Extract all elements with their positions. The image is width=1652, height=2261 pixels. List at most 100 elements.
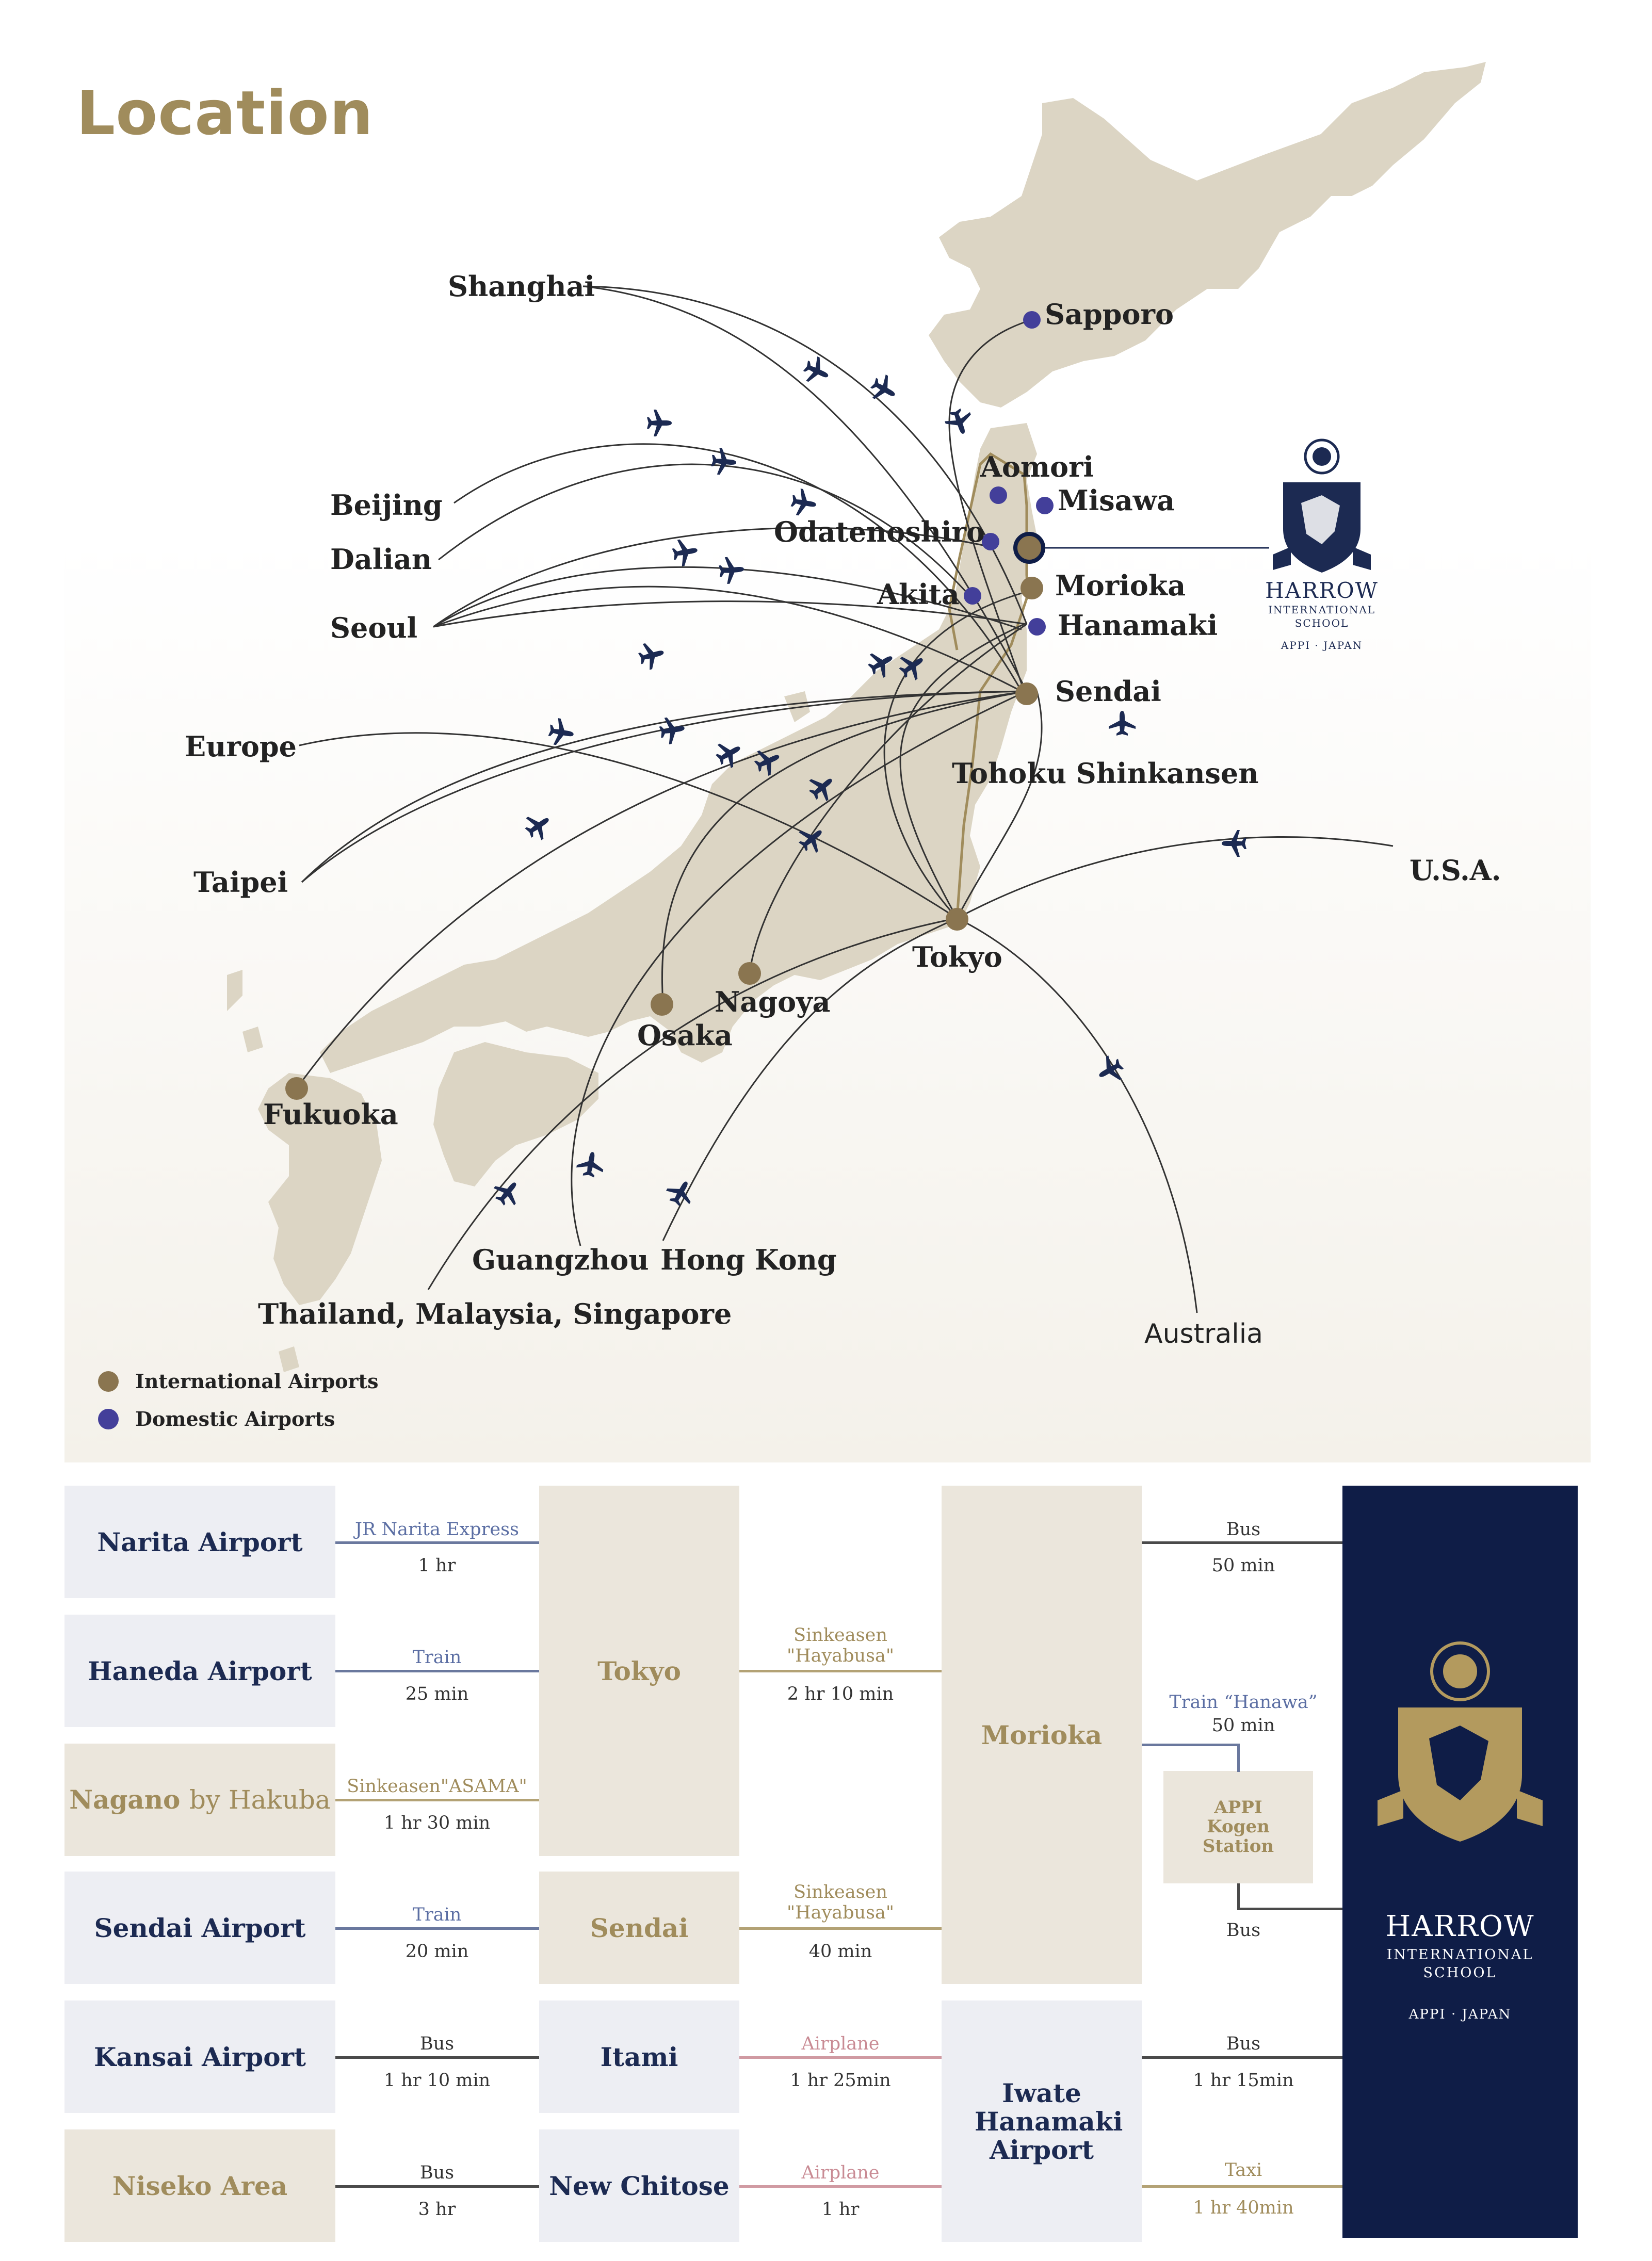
kyushu [258, 1073, 382, 1305]
airport-misawa [1036, 497, 1054, 514]
plane-icon [789, 487, 819, 518]
label-odatenoshiro: Odatenoshiro [774, 515, 985, 548]
cap-taxi-mode: Taxi [1224, 2160, 1262, 2181]
label-morioka: Morioka [1055, 569, 1186, 602]
cap-hanamaki-bus-time: 1 hr 15min [1193, 2070, 1294, 2091]
plane-icon [866, 371, 902, 407]
hokkaido [929, 62, 1486, 408]
airport-odatenoshiro [982, 533, 999, 550]
origin-sendai-airport: Sendai Airport [64, 1872, 335, 1984]
plane-icon [520, 808, 556, 844]
label-misawa: Misawa [1058, 484, 1175, 517]
school-line1: INTERNATIONAL [1268, 604, 1376, 616]
legend-domestic: Domestic Airports [98, 1407, 335, 1430]
plane-icon [800, 353, 834, 388]
domestic-airports [964, 311, 1054, 636]
school-line2: SCHOOL [1294, 617, 1349, 629]
panel-school-name: HARROW [1385, 1910, 1535, 1943]
cap-sendai2-mode: Sinkeasen "Hayabusa" [786, 1882, 894, 1924]
label-seoul: Seoul [330, 611, 418, 644]
origin-haneda: Haneda Airport [64, 1615, 335, 1727]
label-aomori: Aomori [980, 450, 1094, 483]
cap-narita-time: 1 hr [418, 1555, 456, 1576]
japan-landmass [227, 62, 1486, 1372]
legend-domestic-label: Domestic Airports [135, 1407, 335, 1430]
map-school-logo: HARROW INTERNATIONAL SCHOOL APPI · JAPAN [1244, 433, 1399, 652]
hub-appi-kogen: APPI Kogen Station [1163, 1771, 1313, 1883]
label-dalian: Dalian [330, 543, 432, 576]
honshu [320, 423, 1037, 1073]
hub-morioka: Morioka [942, 1486, 1142, 1984]
line-hanawa-down [1237, 1744, 1240, 1772]
label-fukuoka: Fukuoka [263, 1098, 398, 1131]
legend-international-dot [98, 1371, 119, 1392]
plane-icon [1109, 711, 1136, 736]
label-guangzhou: Guangzhou [472, 1243, 649, 1276]
cap-hanamaki-bus-mode: Bus [1226, 2034, 1261, 2054]
harrow-crest [1273, 438, 1371, 573]
label-osaka: Osaka [637, 1019, 733, 1052]
airport-morioka [1021, 577, 1043, 599]
label-shanghai: Shanghai [448, 270, 595, 303]
line-morioka-bus [1142, 1541, 1342, 1544]
cap-sendai-time: 20 min [405, 1941, 469, 1962]
origin-kansai: Kansai Airport [64, 2000, 335, 2113]
label-australia: Australia [1144, 1319, 1264, 1349]
cap-hanawa-time: 50 min [1211, 1715, 1275, 1736]
page-title: Location [76, 77, 374, 149]
line-sendai-morioka [739, 1927, 942, 1930]
airport-hanamaki [1028, 618, 1046, 636]
hub-tokyo: Tokyo [539, 1486, 739, 1856]
legend-international: International Airports [98, 1370, 378, 1393]
label-taipei: Taipei [193, 866, 288, 899]
label-akita: Akita [877, 578, 960, 611]
line-itami [739, 2056, 942, 2059]
line-hanawa [1142, 1744, 1240, 1746]
hub-sendai: Sendai [539, 1872, 739, 1984]
line-tokyo-morioka [739, 1670, 942, 1672]
cap-itami-time: 1 hr 25min [790, 2070, 891, 2091]
origin-nagano: Nagano by Hakuba [64, 1744, 335, 1856]
line-niseko [335, 2185, 539, 2188]
line-appi-down [1237, 1883, 1240, 1910]
plane-icon [942, 405, 976, 438]
hub-itami: Itami [539, 2000, 739, 2113]
cap-chitose-time: 1 hr [821, 2199, 860, 2220]
label-sendai: Sendai [1055, 675, 1161, 708]
line-narita [335, 1541, 539, 1544]
plane-icon [575, 1149, 606, 1179]
shikoku [433, 1042, 598, 1186]
cap-morioka-bus-mode: Bus [1226, 1519, 1261, 1540]
cap-narita-mode: JR Narita Express [354, 1519, 520, 1540]
label-tohoku-shinkansen: Tohoku Shinkansen [952, 757, 1259, 790]
cap-morioka-bus-time: 50 min [1211, 1555, 1275, 1576]
label-hong-kong: Hong Kong [660, 1243, 837, 1276]
cap-hanawa-mode: Train “Hanawa” [1169, 1692, 1318, 1713]
cap-itami-mode: Airplane [801, 2034, 880, 2054]
plane-icon [647, 410, 672, 436]
cap-sendai-mode: Train [412, 1905, 462, 1925]
airport-sapporo [1023, 311, 1041, 329]
cap-nagano-mode: Sinkeasen"ASAMA" [347, 1776, 527, 1797]
label-sapporo: Sapporo [1045, 298, 1174, 331]
legend-domestic-dot [98, 1408, 119, 1429]
plane-icon [636, 639, 667, 672]
cap-tokyo-mode: Sinkeasen "Hayabusa" [786, 1625, 894, 1667]
airport-nagoya [738, 962, 761, 985]
cap-kansai-time: 1 hr 10 min [383, 2070, 491, 2091]
line-nagano [335, 1799, 539, 1801]
line-haneda [335, 1670, 539, 1672]
cap-niseko-time: 3 hr [418, 2199, 456, 2220]
cap-nagano-time: 1 hr 30 min [383, 1813, 491, 1833]
plane-icon [1222, 830, 1246, 857]
airport-tokyo [946, 908, 968, 931]
origin-niseko: Niseko Area [64, 2129, 335, 2242]
school-location-marker [1013, 532, 1045, 564]
line-chitose [739, 2185, 942, 2188]
cap-haneda-time: 25 min [405, 1684, 469, 1704]
line-sendai-airport [335, 1927, 539, 1930]
cap-taxi-time: 1 hr 40min [1193, 2198, 1294, 2218]
label-hanamaki: Hanamaki [1058, 609, 1218, 642]
label-usa: U.S.A. [1410, 854, 1501, 887]
